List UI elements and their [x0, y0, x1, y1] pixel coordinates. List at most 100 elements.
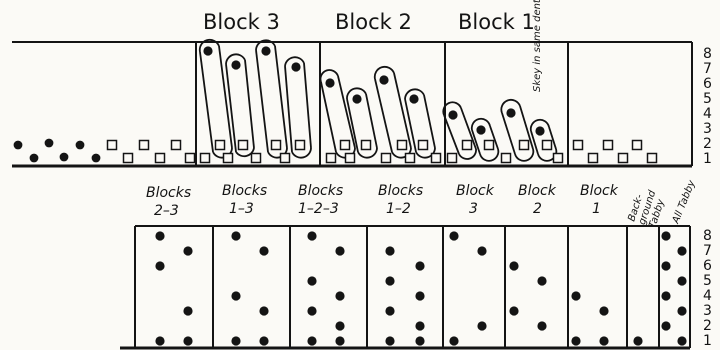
open-square — [224, 154, 233, 163]
warp-dot — [537, 321, 546, 330]
label-all-tabby: All Tabby — [670, 178, 698, 226]
warp-dot — [661, 231, 670, 240]
warp-dot — [183, 246, 192, 255]
warp-dot — [231, 291, 240, 300]
warp-dot — [259, 246, 268, 255]
warp-dot — [677, 276, 686, 285]
label-blocks-2-3-l2: 2–3 — [154, 203, 179, 219]
warp-dot — [231, 60, 240, 69]
label-blocks-1-3-l1: Blocks — [222, 183, 267, 199]
warp-dot — [155, 231, 164, 240]
open-square — [406, 154, 415, 163]
warp-dot — [448, 110, 457, 119]
open-square — [216, 141, 225, 150]
warp-dot — [291, 62, 300, 71]
label-blocks-1-2-3-l1: Blocks — [298, 183, 343, 199]
warp-dot — [259, 306, 268, 315]
thread-loop — [304, 63, 311, 148]
warp-dot — [415, 291, 424, 300]
warp-dot — [307, 276, 316, 285]
bottom-row-6: 6 — [703, 258, 712, 274]
warp-dot — [661, 261, 670, 270]
open-square — [648, 154, 657, 163]
warp-dot — [231, 336, 240, 345]
top-row-1: 1 — [703, 151, 712, 167]
open-square — [239, 141, 248, 150]
label-block-1-l1: Block — [580, 183, 619, 199]
warp-dot — [477, 246, 486, 255]
bottom-row-2: 2 — [703, 318, 712, 334]
warp-dot — [385, 306, 394, 315]
label-block-3-l1: Block — [456, 183, 495, 199]
warp-dot — [599, 306, 608, 315]
warp-dot — [661, 291, 670, 300]
warp-dot — [183, 336, 192, 345]
open-square — [201, 154, 210, 163]
warp-dot — [30, 154, 39, 163]
open-square — [419, 141, 428, 150]
top-row-4: 4 — [703, 106, 712, 122]
bottom-marks — [155, 231, 686, 345]
open-square — [633, 141, 642, 150]
warp-dot — [677, 306, 686, 315]
top-row-3: 3 — [703, 121, 712, 137]
warp-dot — [335, 336, 344, 345]
warp-dot — [385, 336, 394, 345]
warp-dot — [385, 276, 394, 285]
open-square — [108, 141, 117, 150]
column-labels: Blocks 2–3 Blocks 1–3 Blocks 1–2–3 Block… — [146, 178, 698, 230]
open-square — [554, 154, 563, 163]
warp-dot — [14, 141, 23, 150]
warp-dot — [633, 336, 642, 345]
warp-dot — [335, 321, 344, 330]
warp-dot — [307, 336, 316, 345]
block-2-title: Block 2 — [335, 10, 412, 34]
warp-dot — [45, 139, 54, 148]
bottom-row-7: 7 — [703, 243, 712, 259]
warp-dot — [60, 153, 69, 162]
warp-dot — [335, 246, 344, 255]
thread-loop — [459, 149, 476, 159]
open-square — [520, 141, 529, 150]
top-row-2: 2 — [703, 136, 712, 152]
label-block-1-l2: 1 — [592, 201, 601, 217]
open-square — [362, 141, 371, 150]
bottom-row-8: 8 — [703, 228, 712, 244]
block-1-title: Block 1 — [458, 10, 535, 34]
bottom-row-1: 1 — [703, 333, 712, 349]
open-square — [186, 154, 195, 163]
open-square — [619, 154, 628, 163]
thread-loop — [375, 79, 392, 152]
warp-dot — [599, 336, 608, 345]
open-square — [382, 154, 391, 163]
warp-dot — [506, 108, 515, 117]
warp-dot — [203, 46, 212, 55]
warp-dot — [477, 321, 486, 330]
thread-loop — [321, 82, 336, 152]
open-square — [346, 154, 355, 163]
open-square — [296, 141, 305, 150]
open-square — [398, 141, 407, 150]
warp-dot — [677, 336, 686, 345]
warp-dot — [409, 94, 418, 103]
warp-dot — [677, 246, 686, 255]
warp-dot — [352, 94, 361, 103]
warp-dot — [509, 306, 518, 315]
label-blocks-2-3-l1: Blocks — [146, 185, 191, 201]
warp-dot — [476, 125, 485, 134]
thread-loop — [256, 50, 268, 152]
thread-loop — [200, 52, 213, 152]
thread-loop — [480, 149, 498, 161]
block-3-title: Block 3 — [203, 10, 280, 34]
warp-dot — [385, 246, 394, 255]
warp-dot — [231, 231, 240, 240]
bottom-row-5: 5 — [703, 273, 712, 289]
top-row-7: 7 — [703, 61, 712, 77]
label-block-2-l2: 2 — [533, 201, 542, 217]
open-square — [140, 141, 149, 150]
open-square — [463, 141, 472, 150]
warp-dot — [449, 336, 458, 345]
warp-dot — [415, 336, 424, 345]
label-block-3-l2: 3 — [469, 201, 478, 217]
